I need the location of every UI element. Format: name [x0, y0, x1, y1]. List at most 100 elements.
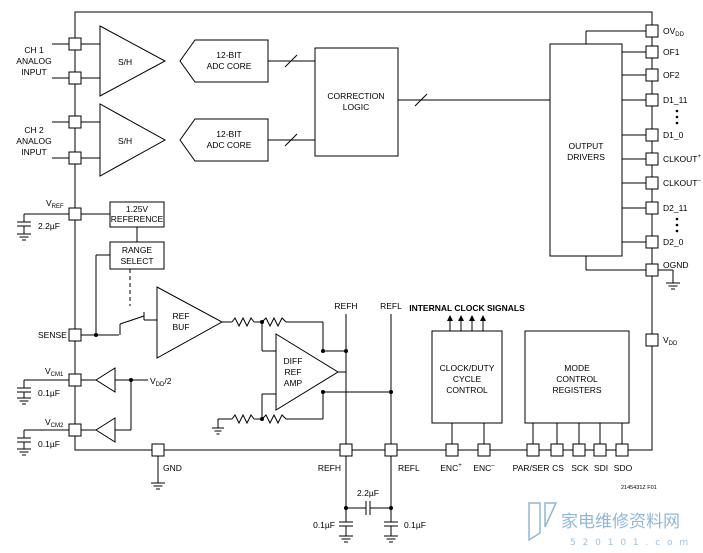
vcm1-label: VCM1 [45, 366, 64, 378]
ch1-pin-p [68, 37, 82, 51]
diff-ref-amp [275, 333, 339, 411]
refl-top-label: REFL [380, 301, 402, 311]
watermark-url: 5 2 0 1 0 1 . c o m [570, 538, 690, 548]
resistor-3 [231, 413, 255, 425]
range-label-2: SELECT [120, 256, 153, 266]
clock-arrow-icon [447, 315, 453, 321]
refh-label: REFH [318, 463, 341, 473]
sense-pin [68, 328, 82, 342]
vcm2-cap-label: 0.1µF [38, 439, 60, 449]
mode-control-registers [524, 330, 630, 424]
watermark: 家电维修资料网 5 2 0 1 0 1 . c o m [528, 502, 690, 548]
d1-11-label: D1_11 [663, 95, 688, 105]
of2-pin [645, 68, 659, 82]
ref-buf-amp [156, 286, 224, 359]
clkout-p-label: CLKOUT+ [663, 154, 701, 164]
range-select-block [109, 241, 165, 270]
refl-label: REFL [398, 463, 420, 473]
refl-cap-label: 0.1µF [404, 520, 426, 530]
watermark-text: 家电维修资料网 [561, 512, 680, 532]
vref-pin [68, 207, 82, 221]
ch1-inputs: CH 1 ANALOG INPUT [16, 37, 100, 85]
sh1-label: S/H [118, 57, 132, 67]
ref-mid-cap-label: 2.2µF [357, 488, 379, 498]
refbuf-label-1: REF [173, 311, 190, 321]
d2-11-pin [645, 201, 659, 215]
watermark-logo-icon [528, 502, 558, 542]
gnd-label: GND [163, 463, 182, 473]
ognd-label: OGND [663, 260, 689, 270]
clkout-p-pin [645, 152, 659, 166]
vcm2-label: VCM2 [45, 417, 64, 429]
adc2-label-2: ADC CORE [207, 140, 252, 150]
mode-label-3: REGISTERS [552, 385, 601, 395]
par-ser-label: PAR/SER [513, 463, 550, 473]
cs-label: CS [552, 463, 564, 473]
vcm1-pin [68, 373, 82, 387]
adc2-label-1: 12-BIT [216, 129, 242, 139]
vref-label: VREF [46, 198, 64, 210]
ch2-pin-p [68, 115, 82, 129]
chip-outline [74, 11, 653, 451]
ognd-pin [645, 263, 659, 277]
of2-label: OF2 [663, 70, 680, 80]
diffamp-label-3: AMP [284, 378, 303, 388]
cs-pin [550, 443, 564, 457]
enc-n-label: ENC– [473, 463, 495, 473]
gnd-pin [151, 443, 165, 457]
clock-signals-label: INTERNAL CLOCK SIGNALS [409, 303, 525, 313]
range-label-1: RANGE [122, 245, 153, 255]
correction-label-1: CORRECTION [327, 91, 384, 101]
reference-label-1: 1.25V [126, 204, 149, 214]
ch2-inputs: CH 2 ANALOG INPUT [16, 115, 100, 165]
mode-label-1: MODE [564, 363, 590, 373]
ch2-label-1: CH 2 [24, 125, 44, 135]
correction-label-2: LOGIC [343, 102, 369, 112]
vdd2-label: VDD/2 [150, 376, 172, 388]
vcm2-buffer [95, 417, 116, 443]
diffamp-label-1: DIFF [284, 356, 303, 366]
clkout-n-pin [645, 176, 659, 190]
clock-label-2: CYCLE [453, 374, 482, 384]
d1-0-label: D1_0 [663, 130, 684, 140]
reference-label-2: REFERENCE [111, 214, 164, 224]
output-label-1: OUTPUT [569, 141, 604, 151]
resistor-2 [261, 316, 287, 328]
d2-11-label: D2_11 [663, 203, 688, 213]
d1-0-pin [645, 128, 659, 142]
sh2-label: S/H [118, 136, 132, 146]
par-ser-pin [526, 443, 540, 457]
clock-duty-control [431, 330, 503, 424]
ch2-label-3: INPUT [21, 147, 47, 157]
ch1-pin-n [68, 71, 82, 85]
vcm2-pin [68, 423, 82, 437]
correction-logic [314, 47, 399, 157]
refbuf-label-2: BUF [173, 322, 190, 332]
refh-top-label: REFH [334, 301, 357, 311]
sense-label: SENSE [38, 330, 67, 340]
diffamp-label-2: REF [285, 367, 302, 377]
sck-pin [572, 443, 586, 457]
clkout-n-label: CLKOUT– [663, 178, 701, 188]
vref-cap-label: 2.2µF [38, 221, 60, 231]
sdo-label: SDO [614, 463, 633, 473]
refh-cap-label: 0.1µF [313, 520, 335, 530]
ovdd-pin [645, 24, 659, 38]
vcm1-buffer [95, 367, 116, 393]
figure-id: 2145431Z F01 [621, 485, 657, 491]
adc1-label-2: ADC CORE [207, 61, 252, 71]
enc-n-pin [477, 443, 491, 457]
vdd-label: VDD [663, 335, 678, 347]
clock-label-1: CLOCK/DUTY [440, 363, 495, 373]
of1-pin [645, 45, 659, 59]
sck-label: SCK [571, 463, 589, 473]
resistor-4 [261, 413, 287, 425]
enc-p-pin [445, 443, 459, 457]
sh1-amp [99, 25, 167, 97]
mode-label-2: CONTROL [556, 374, 598, 384]
refh-pin [339, 443, 353, 457]
adc1-label-1: 12-BIT [216, 50, 242, 60]
ch1-label-2: ANALOG [16, 56, 51, 66]
sdi-pin [593, 443, 607, 457]
